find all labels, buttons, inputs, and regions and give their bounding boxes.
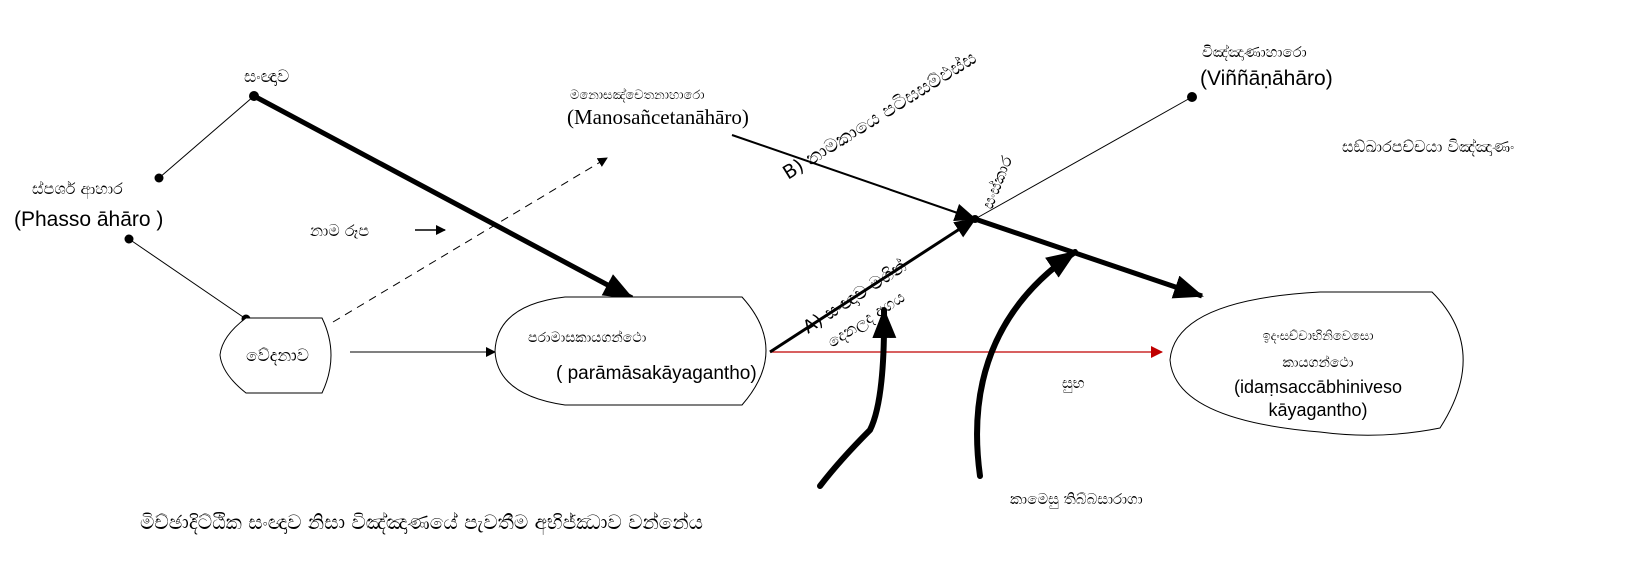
- node-idamsacca[interactable]: [1169, 291, 1464, 436]
- label-edge-b: B) නාමකායෙ පටිඝසම්ඵස්ස: [779, 47, 981, 184]
- node-paramasa[interactable]: [494, 296, 767, 406]
- label-phassa-pali: (Phasso āhāro ): [14, 208, 163, 231]
- label-paramasa-pali: ( parāmāsakāyagantho): [556, 363, 757, 384]
- label-subha: සුභ: [1062, 374, 1085, 393]
- edge-a-paramasa-sankhara: [769, 217, 977, 354]
- label-sanna: සංඥාව: [244, 67, 289, 87]
- label-phassa-si: ස්පර්ශ ආහාර: [32, 179, 123, 199]
- edge-sanna-phassa: [158, 95, 255, 179]
- curved-arrow-miccha: [817, 307, 897, 489]
- curved-arrow-kamesu: [974, 249, 1078, 479]
- label-sankhara-paccaya: සඞ්ඛාරපච්චයා විඤ්ඤාණං: [1342, 137, 1514, 156]
- label-manosancetana-si: මනොසඤ්චෙතනාහාරො: [570, 87, 705, 103]
- label-sankhara: සංස්කාර: [978, 153, 1016, 211]
- label-vinnana-pali: (Viññāṇāhāro): [1200, 67, 1333, 90]
- dot-phassa: [154, 173, 164, 183]
- dot-vinnana: [1187, 92, 1197, 102]
- edge-sankhara-vinnana: [974, 96, 1193, 220]
- dot-phassa-lower: [124, 234, 134, 244]
- label-bottom-caption: මිච්ඡාදිට්ඨික සංඥාව නිසා විඤ්ඤාණයේ පැවතී…: [140, 510, 703, 535]
- label-manosancetana-pali: (Manosañcetanāhāro): [567, 105, 749, 129]
- edge-sankhara-idamsacca: [974, 216, 1204, 299]
- label-idamsacca-pali-2: kāyagantho): [1268, 400, 1367, 420]
- label-idamsacca-pali-1: (idaṃsaccābhiniveso: [1234, 377, 1402, 397]
- label-idamsacca-si-1: ඉදංසච්චාභිනිවෙසො: [1263, 329, 1374, 344]
- label-vedana: වේදනාව: [246, 346, 309, 366]
- label-namarupa: නාම රූප: [310, 221, 369, 240]
- label-vinnana-si: විඤ්ඤාණාහාරො: [1202, 43, 1307, 61]
- edge-sanna-paramasa: [252, 93, 634, 301]
- edge-phassa-vedana: [128, 238, 247, 320]
- edge-vedana-manosancetana-dashed: [332, 157, 608, 323]
- label-idamsacca-si-2: කායගන්ථො: [1282, 355, 1353, 371]
- label-kamesu: කාමෙසු තිබ්බසාරාගා: [1010, 490, 1143, 509]
- node-vedana[interactable]: [219, 317, 332, 394]
- edge-b-manosancetana-sankhara: [731, 134, 977, 221]
- label-paramasa-si: පරාමාසකායගන්ථො: [528, 330, 647, 346]
